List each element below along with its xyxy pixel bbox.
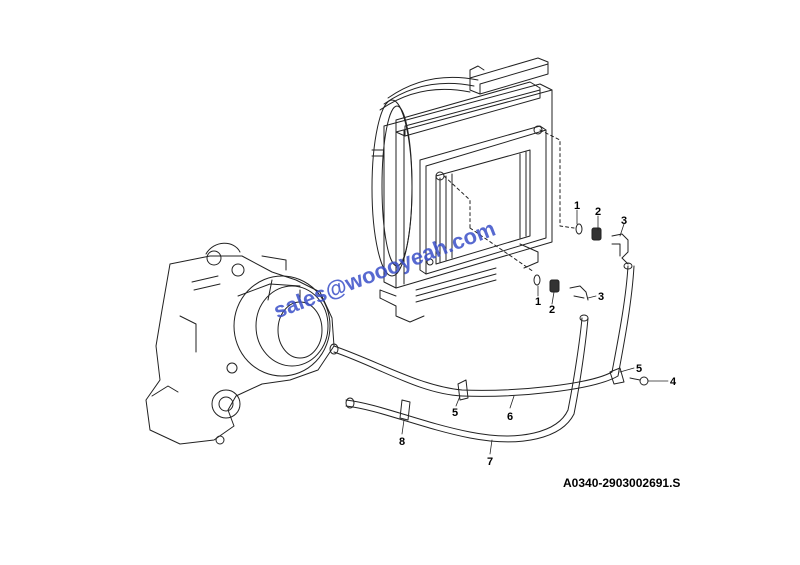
callout-7: 7 bbox=[487, 456, 493, 468]
callout-3-upper: 3 bbox=[621, 215, 627, 227]
clamp-5a bbox=[457, 379, 469, 401]
clamp-5b bbox=[609, 367, 625, 385]
drawing-code: A0340-2903002691.S bbox=[563, 476, 681, 490]
hose-6-outer-b bbox=[333, 265, 635, 397]
callout-1-lower: 1 bbox=[535, 296, 541, 308]
hoses bbox=[329, 262, 649, 443]
callout-labels: 1 2 3 1 2 3 5 4 5 6 8 7 bbox=[399, 200, 677, 468]
clamp-8 bbox=[399, 399, 411, 421]
callout-2-lower: 2 bbox=[549, 304, 555, 316]
hose-7-outer-b bbox=[345, 317, 589, 443]
radiator-assembly bbox=[371, 57, 553, 323]
callout-4: 4 bbox=[670, 376, 677, 388]
callout-8: 8 bbox=[399, 436, 405, 448]
leader-lines bbox=[443, 129, 575, 273]
hose-6-outer-a bbox=[333, 265, 629, 391]
hose-7-outer-a bbox=[345, 317, 583, 437]
fittings-upper bbox=[575, 223, 629, 265]
callout-5-left: 5 bbox=[452, 407, 458, 419]
callout-6: 6 bbox=[507, 411, 513, 423]
transmission-housing bbox=[145, 242, 335, 445]
fittings-lower bbox=[533, 274, 589, 301]
callout-3-lower: 3 bbox=[598, 291, 604, 303]
callout-1-upper: 1 bbox=[574, 200, 580, 212]
callout-leaders bbox=[401, 209, 669, 455]
callout-2-upper: 2 bbox=[595, 206, 601, 218]
callout-5-right: 5 bbox=[636, 363, 642, 375]
